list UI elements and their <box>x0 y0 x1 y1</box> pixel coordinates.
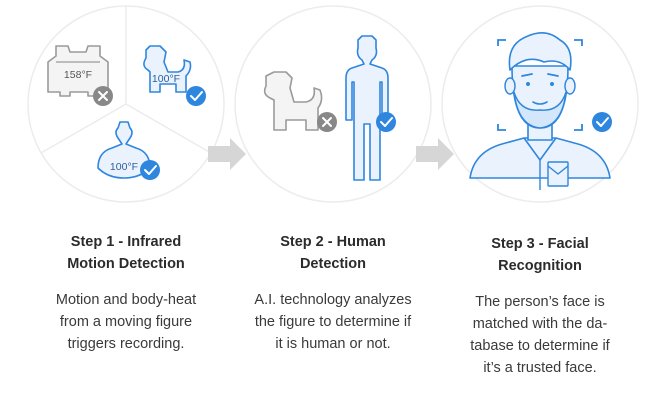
step3-title: Step 3 - Facial Recognition <box>440 233 640 277</box>
step1-illustration: 158°F 100°F 100°F <box>27 5 225 203</box>
cross-icon <box>93 86 113 106</box>
step3-illustration <box>441 5 639 203</box>
car-temp-label: 158°F <box>64 69 92 81</box>
face-scan-icon <box>469 32 611 190</box>
dog-icon: 100°F <box>143 45 192 93</box>
step2-desc-line: A.I. technology analyzes <box>254 292 412 308</box>
person-icon: 100°F <box>97 121 151 179</box>
human-figure-icon <box>345 35 389 181</box>
step1-title-line: Motion Detection <box>67 256 185 272</box>
step2-description: A.I. technology analyzes the figure to d… <box>228 289 438 355</box>
step2-illustration <box>234 5 432 203</box>
right-arrow-icon <box>416 138 454 170</box>
process-illustration: 158°F 100°F 100°F <box>27 5 639 203</box>
step2-title-line: Detection <box>299 256 367 272</box>
check-icon <box>140 160 160 180</box>
dog-icon <box>263 71 323 131</box>
step2-desc-line: it is human or not. <box>275 336 391 352</box>
step2-circle <box>234 5 432 203</box>
step2-desc-line: the figure to determine if <box>254 314 412 330</box>
step1-desc-line: Motion and body-heat <box>55 292 197 308</box>
step1-title: Step 1 - Infrared Motion Detection <box>26 231 226 275</box>
step3-description: The person’s face is matched with the da… <box>440 291 640 379</box>
sector-divider <box>40 103 127 154</box>
sector-divider <box>125 103 212 154</box>
car-icon: 158°F <box>47 45 109 97</box>
step3-desc-line: The person’s face is <box>475 294 605 310</box>
step1-title-line: Step 1 - Infrared <box>70 234 182 250</box>
person-temp-label: 100°F <box>110 161 138 173</box>
step1-desc-line: triggers recording. <box>67 336 185 352</box>
step3-desc-line: tabase to determine if <box>470 338 610 354</box>
check-icon <box>376 112 396 132</box>
step3-desc-line: it’s a trusted face. <box>483 360 597 376</box>
step2-title-line: Step 2 - Human <box>280 234 386 250</box>
dog-temp-label: 100°F <box>152 73 180 85</box>
step3-title-line: Step 3 - Facial <box>491 236 589 252</box>
check-icon <box>592 112 612 132</box>
step1-desc-line: from a moving figure <box>59 314 193 330</box>
right-arrow-icon <box>208 138 246 170</box>
step3-title-line: Recognition <box>498 258 582 274</box>
step1-description: Motion and body-heat from a moving figur… <box>26 289 226 355</box>
cross-icon <box>317 112 337 132</box>
check-icon <box>186 86 206 106</box>
step3-desc-line: matched with the da- <box>472 316 608 332</box>
step2-title: Step 2 - Human Detection <box>233 231 433 275</box>
